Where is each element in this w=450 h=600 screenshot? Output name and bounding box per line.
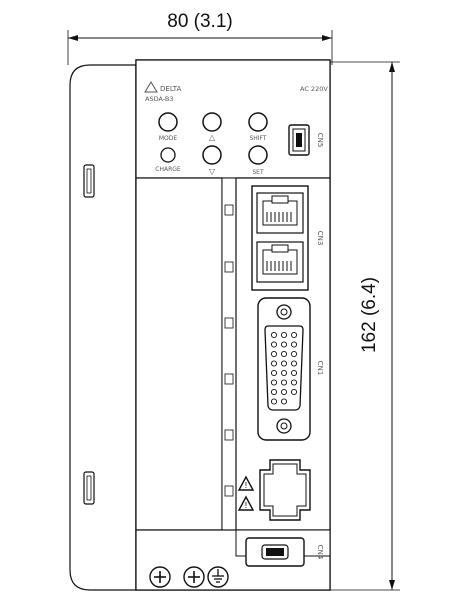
width-dimension-label: 80 (3.1) [167,11,232,32]
mode-button[interactable] [158,112,178,132]
d-sub-pin [290,331,298,339]
d-sub-connector-icon[interactable]: CN1 [257,297,324,441]
d-sub-pin [270,331,278,339]
ground-terminal-icon [207,566,229,588]
width-dimension: 80 (3.1) [67,11,333,65]
d-sub-pin [270,379,278,386]
d-sub-pin [270,341,278,348]
d-sub-pin [280,350,288,358]
warning-triangle-icon: ! [237,475,255,491]
bottom-strip: CN4 [135,529,331,591]
top-control-panel: DELTA ASDA-B3 AC 220V MODE △ SHIFT CHARG… [135,59,331,179]
screw-terminal-icon [149,566,171,588]
d-sub-pin [270,350,278,358]
cn3-connector-group: CN3 [251,185,324,291]
d-sub-pin [280,398,288,405]
d-sub-pin [280,341,288,348]
left-side-panel [69,64,137,591]
cn3-label: CN3 [316,231,324,246]
brand-text: DELTA [160,85,181,93]
charge-label: CHARGE [155,166,181,173]
down-arrow-icon: ▽ [209,167,216,176]
up-arrow-icon: △ [209,133,216,142]
d-sub-pin [280,369,288,377]
d-sub-pin [280,331,288,339]
d-sub-pin [270,369,278,377]
d-sub-pins [270,331,298,405]
d-sub-pin [280,388,288,396]
set-button-label: SET [252,169,264,176]
height-dimension-label: 162 (6.4) [359,277,380,353]
warning-triangle-icon: ! [237,495,255,511]
d-sub-pin [290,379,298,386]
front-cover [135,177,237,531]
d-sub-pin [290,388,298,396]
up-button[interactable] [202,112,222,132]
voltage-text: AC 220V [300,85,328,93]
shift-button-label: SHIFT [249,135,266,142]
cn5-label: CN5 [316,133,324,148]
rj45-port-icon[interactable] [256,241,304,283]
d-sub-pin [290,341,298,348]
d-sub-pin [270,360,278,367]
rj45-port-icon[interactable] [256,192,304,234]
cn1-label: CN1 [316,361,324,376]
d-sub-pin [290,360,298,367]
svg-text:!: ! [244,501,247,510]
charge-led [160,147,176,163]
cn4-connector[interactable] [245,537,305,567]
height-dimension: 162 (6.4) [330,61,400,591]
cn4-label: CN4 [316,545,324,560]
screw-terminal-icon [183,566,205,588]
d-sub-pin [270,398,278,405]
d-sub-pin [290,369,298,377]
d-sub-pin [290,350,298,358]
brand-logo: DELTA ASDA-B3 AC 220V [144,81,328,103]
power-connector[interactable] [259,459,311,521]
svg-text:!: ! [244,481,247,490]
down-button[interactable] [202,145,222,165]
set-button[interactable] [248,145,268,165]
shift-button[interactable] [248,112,268,132]
d-sub-pin [280,360,288,367]
mode-button-label: MODE [159,135,178,142]
model-text: ASDA-B3 [145,95,173,103]
d-sub-pin [270,388,278,396]
mini-usb-port-icon[interactable] [288,124,310,156]
d-sub-pin [280,379,288,386]
